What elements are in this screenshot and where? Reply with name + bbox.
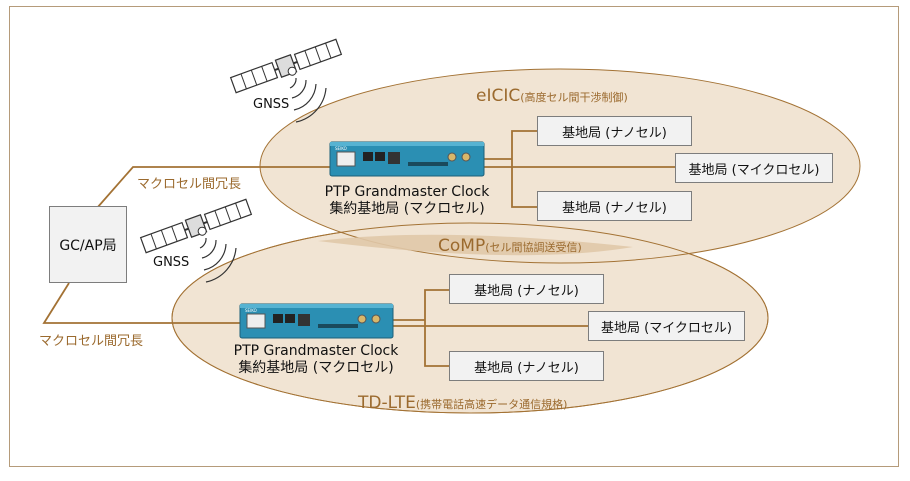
comp-label: CoMP(セル間協調送受信) <box>438 236 582 256</box>
link-upper-stations <box>484 130 675 208</box>
upper-nanocell-station-2: 基地局 (ナノセル) <box>537 191 692 221</box>
lower-nanocell-station-2: 基地局 (ナノセル) <box>449 351 604 381</box>
station-label: 基地局 (ナノセル) <box>474 283 579 299</box>
upper-device-caption: PTP Grandmaster Clock 集約基地局 (マクロセル) <box>320 184 494 218</box>
comp-title: CoMP <box>438 236 486 256</box>
device-brand: SEIKO <box>245 308 257 313</box>
lower-device-caption: PTP Grandmaster Clock 集約基地局 (マクロセル) <box>229 343 403 377</box>
station-label: 基地局 (ナノセル) <box>562 200 667 216</box>
gnss-label-bottom: GNSS <box>153 255 190 270</box>
diagram-frame <box>9 6 899 467</box>
comp-overlap-region <box>318 234 633 256</box>
lower-nanocell-station-1: 基地局 (ナノセル) <box>449 274 604 304</box>
tdlte-title: TD-LTE <box>358 393 416 413</box>
link-gc-upper <box>96 166 330 209</box>
signal-wave-icon <box>289 77 327 123</box>
device-brand: SEIKO <box>335 146 347 151</box>
tdlte-label: TD-LTE(携帯電話高速データ通信規格) <box>358 393 567 413</box>
station-label: 基地局 (ナノセル) <box>474 360 579 376</box>
ptp-grandmaster-device-icon: SEIKO <box>239 303 394 339</box>
eicic-subtitle: (高度セル間干渉制御) <box>520 91 628 104</box>
station-label: 基地局 (ナノセル) <box>562 125 667 141</box>
upper-nanocell-station-1: 基地局 (ナノセル) <box>537 116 692 146</box>
upper-microcell-station: 基地局 (マイクロセル) <box>675 153 833 183</box>
link-gc-lower <box>42 282 240 324</box>
link-lower-stations <box>393 289 588 367</box>
station-label: 基地局 (マイクロセル) <box>600 320 733 336</box>
satellite-icon <box>229 38 343 94</box>
tdlte-area-outline <box>171 222 769 414</box>
lower-microcell-station: 基地局 (マイクロセル) <box>588 311 745 341</box>
gc-ap-station: GC/AP局 <box>49 206 127 283</box>
gnss-label-top: GNSS <box>253 97 290 112</box>
device-role: 集約基地局 (マクロセル) <box>238 360 394 376</box>
station-label: 基地局 (マイクロセル) <box>688 162 820 178</box>
macro-redundancy-label-upper: マクロセル間冗長 <box>137 177 242 192</box>
device-name: PTP Grandmaster Clock <box>324 184 490 200</box>
satellite-icon <box>139 198 253 254</box>
eicic-title: eICIC <box>476 86 521 106</box>
ptp-grandmaster-device-icon: SEIKO <box>329 141 485 177</box>
tdlte-subtitle: (携帯電話高速データ通信規格) <box>415 398 568 411</box>
comp-subtitle: (セル間協調送受信) <box>485 241 582 254</box>
device-name: PTP Grandmaster Clock <box>233 343 399 359</box>
macro-redundancy-label-lower: マクロセル間冗長 <box>39 334 144 349</box>
eicic-area-ellipse <box>259 68 861 264</box>
gc-ap-label: GC/AP局 <box>59 237 117 254</box>
eicic-label: eICIC(高度セル間干渉制御) <box>476 86 628 106</box>
signal-wave-icon <box>199 237 237 283</box>
device-role: 集約基地局 (マクロセル) <box>329 201 485 217</box>
